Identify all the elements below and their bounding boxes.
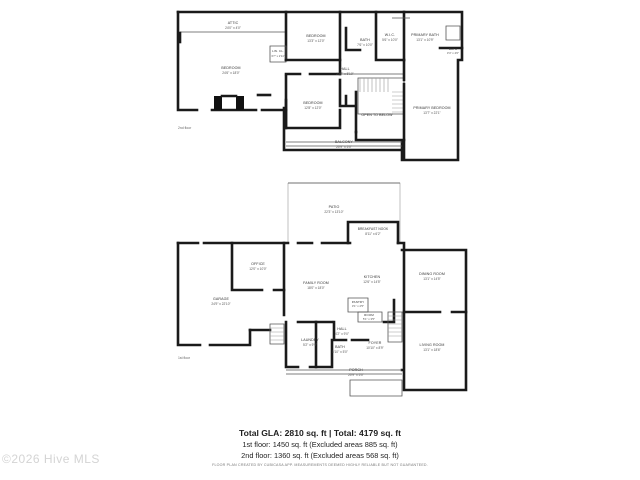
room-dims: 4'2" x 9'0" [335, 332, 349, 336]
room-name: BATH [360, 38, 370, 42]
room-dims: 5'2" x 9'9" [303, 343, 317, 347]
room-name: PRIMARY BEDROOM [413, 106, 450, 110]
room-dims: 3'4" x 4'0" [447, 51, 459, 55]
room-name: PATIO [329, 205, 340, 209]
room-name: PORCH [349, 368, 363, 372]
room-dims: 5'10" x 5'0" [332, 350, 348, 354]
first-floor-plan [176, 182, 468, 397]
room-name: PRIMARY BATH [411, 33, 439, 37]
room-name: BALCONY [335, 140, 353, 144]
room-name: BEDROOM [303, 101, 322, 105]
first-floor-labels: PATIO 22'3" x 13'10" BREAKFAST NOOK 8'11… [178, 205, 445, 377]
room-name: FAMILY ROOM [303, 281, 329, 285]
room-name: FOYER [369, 341, 382, 345]
room-name: BATH [449, 47, 457, 51]
room-name: ROOM [364, 313, 374, 317]
room-dims: 3'1" x 2'5" [352, 304, 364, 308]
room-dims: 5'6" x 10'0" [382, 38, 398, 42]
room-name: DINING ROOM [419, 272, 445, 276]
room-dims: 24'0" x 4'0" [225, 26, 241, 30]
second-floor-plan [176, 10, 464, 162]
room-name: BEDROOM [306, 34, 325, 38]
floor-label-2nd: 2nd floor [178, 126, 192, 130]
second-floor-area: 2nd floor: 1360 sq. ft (Excluded areas 5… [241, 451, 399, 460]
room-name: LAUNDRY [301, 338, 319, 342]
second-floor-labels: ATTIC 24'0" x 4'0" BEDROOM 24'6" x 18'0"… [178, 21, 459, 149]
room-name: BATH [335, 345, 345, 349]
room-dims: 13'1" x 18'6" [423, 348, 440, 352]
room-dims: 24'6" x 18'0" [222, 71, 239, 75]
room-dims: 5'1" x 3'5" [363, 317, 375, 321]
room-dims: 20'9" x 5'0" [348, 373, 364, 377]
room-name: BREAKFAST NOOK [358, 227, 389, 231]
room-dims: 12'0" x 10'0" [249, 267, 266, 271]
room-name: OPEN TO BELOW [361, 113, 393, 117]
room-dims: 22'3" x 13'10" [324, 210, 343, 214]
room-dims: 18'0" x 18'0" [307, 286, 324, 290]
room-name: HALL [340, 67, 349, 71]
room-dims: 24'9" x 22'10" [211, 302, 230, 306]
mls-watermark: ©2026 Hive MLS [2, 452, 100, 466]
room-dims: 12'8" x 12'0" [304, 106, 321, 110]
room-dims: 13'1" x 14'5" [423, 277, 440, 281]
room-name: HALL [337, 327, 346, 331]
first-floor-area: 1st floor: 1450 sq. ft (Excluded areas 8… [242, 440, 398, 449]
room-name: LIN. CL. [272, 49, 284, 53]
room-dims: 23'7" x 5'10" [336, 72, 353, 76]
room-dims: 12'6" x 14'5" [363, 280, 380, 284]
room-dims: 3'7" x 2'11" [271, 54, 285, 58]
room-name: OFFICE [251, 262, 265, 266]
room-dims: 7'6" x 10'0" [357, 43, 373, 47]
room-dims: 13'1" x 10'9" [416, 38, 433, 42]
floor-label-1st: 1st floor [178, 356, 191, 360]
room-name: ATTIC [228, 21, 239, 25]
room-dims: 10'10" x 8'9" [366, 346, 383, 350]
room-dims: 20'9" x 5'0" [336, 145, 352, 149]
room-name: BEDROOM [221, 66, 240, 70]
total-area-summary: Total GLA: 2810 sq. ft | Total: 4179 sq.… [238, 428, 402, 438]
room-dims: 8'11" x 6'2" [365, 232, 380, 236]
room-name: LIVING ROOM [419, 343, 444, 347]
floor-plan-disclaimer: FLOOR PLAN CREATED BY CUBICASA APP. MEAS… [212, 463, 428, 467]
room-dims: 13'7" x 22'1" [423, 111, 440, 115]
room-name: W.I.C. [385, 33, 395, 37]
room-name: GARAGE [213, 297, 229, 301]
room-dims: 13'3" x 12'0" [307, 39, 324, 43]
room-name: KITCHEN [364, 275, 381, 279]
room-name: PANTRY [352, 300, 365, 304]
